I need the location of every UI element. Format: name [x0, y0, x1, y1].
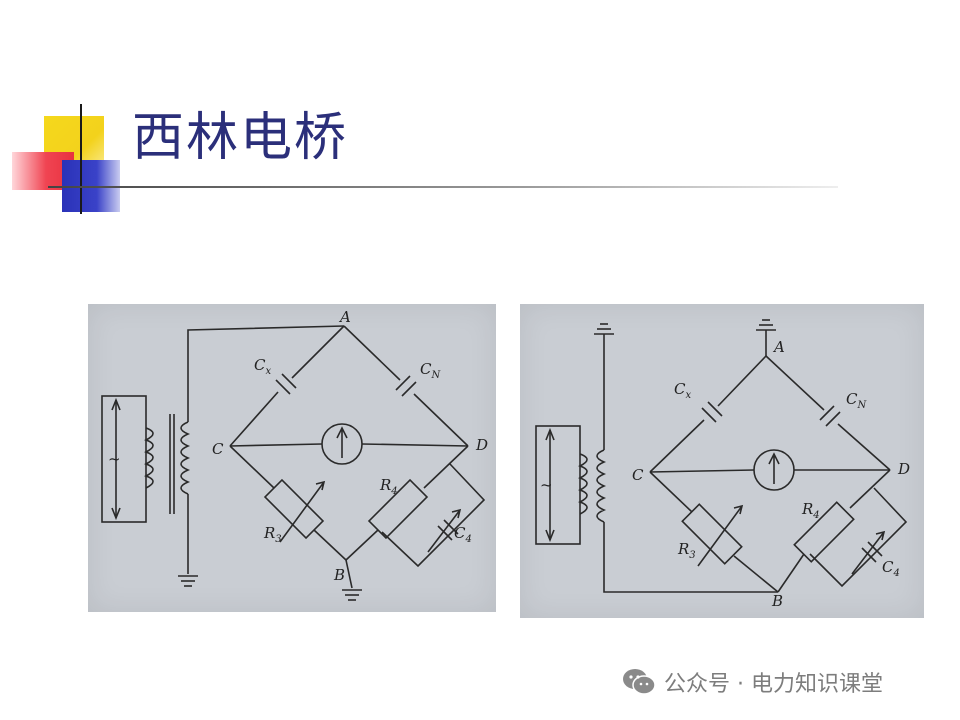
galvanometer-needle-icon — [768, 452, 780, 484]
primary-coil — [577, 453, 588, 515]
capacitor-cx — [275, 373, 297, 395]
node-label-b: B — [771, 592, 783, 610]
source-loop — [535, 425, 581, 545]
watermark: 公众号 · 电力知识课堂 — [622, 664, 883, 700]
label-r3: R3 — [677, 540, 696, 561]
node-label-c: C — [632, 466, 644, 484]
arm-a-cn — [343, 325, 401, 381]
arm-c-r3 — [649, 471, 693, 513]
galvanometer — [321, 423, 363, 465]
capacitor-c4 — [861, 541, 883, 563]
source-arrow-up — [545, 427, 555, 441]
label-r3: R3 — [263, 524, 282, 545]
circuit-diagram-left: A C D B ~ Cx CN R3 R4 C4 — [88, 304, 496, 612]
ground-icon-source — [594, 323, 614, 335]
capacitor-cx — [701, 401, 723, 423]
resistor-r4 — [367, 478, 429, 540]
source-loop — [101, 395, 147, 523]
secondary-coil — [596, 449, 607, 523]
c4-loop — [809, 487, 908, 588]
label-r4: R4 — [379, 476, 398, 497]
arm-a-cn — [765, 355, 825, 411]
c4-variable-arrow-icon — [851, 530, 886, 575]
circuit-diagram-right: A C D B ~ Cx CN R3 R4 C4 — [520, 304, 924, 618]
schering-bridge-left: A C D B ~ Cx CN R3 R4 C4 — [101, 308, 488, 601]
arm-d-r4 — [423, 445, 469, 489]
c4-loop — [381, 463, 486, 568]
arm-cn-d — [837, 423, 891, 471]
schering-bridge-right: A C D B ~ Cx CN R3 R4 C4 — [535, 319, 910, 610]
galvanometer — [753, 449, 795, 491]
node-label-d: D — [897, 460, 910, 478]
wire-c-galv — [649, 469, 755, 473]
arm-cn-d — [413, 393, 469, 447]
node-label-d: D — [475, 436, 488, 454]
wire-c-galv — [229, 443, 323, 447]
arm-c-r3 — [229, 445, 275, 489]
label-cx: Cx — [254, 356, 271, 377]
ground-icon — [178, 575, 198, 587]
arm-r4-b — [777, 553, 805, 593]
ground-icon-a — [756, 319, 776, 331]
label-cn: CN — [846, 390, 867, 411]
node-label-c: C — [212, 440, 224, 458]
label-cx: Cx — [674, 380, 691, 401]
resistor-r3 — [681, 503, 743, 565]
wire-to-a — [187, 325, 345, 422]
source-arrow-up — [111, 397, 121, 411]
label-c4: C4 — [454, 524, 472, 545]
slide-title: 西林电桥 — [132, 108, 349, 168]
label-cn: CN — [420, 360, 441, 381]
wechat-icon — [623, 669, 656, 695]
node-label-b: B — [333, 566, 345, 584]
arm-r3-b — [733, 555, 779, 593]
arm-cx-c — [649, 419, 705, 473]
label-c4: C4 — [882, 558, 900, 579]
source-label: ~ — [108, 450, 121, 468]
galvanometer-needle-icon — [336, 426, 348, 458]
capacitor-cn — [395, 375, 417, 397]
horizontal-rule — [48, 186, 838, 188]
resistor-r4 — [793, 501, 855, 563]
arm-cx-c — [229, 391, 279, 447]
ground-icon-b — [342, 589, 362, 601]
wire-galv-d — [361, 443, 469, 447]
wire-source-b — [603, 522, 778, 593]
arm-a-cx — [717, 355, 767, 407]
r3-variable-arrow-icon — [697, 504, 744, 567]
watermark-text: 公众号 · 电力知识课堂 — [664, 672, 883, 697]
node-label-a: A — [772, 338, 785, 356]
r3-variable-arrow-icon — [279, 480, 326, 543]
arm-r4-b — [345, 529, 379, 561]
arm-d-r4 — [849, 469, 891, 509]
secondary-coil — [180, 421, 191, 495]
vertical-rule — [80, 104, 82, 214]
node-label-a: A — [338, 308, 351, 326]
source-arrow-down — [111, 507, 121, 521]
source-arrow-down — [545, 529, 555, 543]
source-label: ~ — [540, 476, 553, 494]
c4-variable-arrow-icon — [427, 508, 462, 553]
wire-b-ground — [345, 559, 353, 589]
label-r4: R4 — [801, 500, 820, 521]
capacitor-cn — [819, 405, 841, 427]
capacitor-c4 — [437, 519, 459, 541]
primary-coil — [143, 427, 154, 489]
arm-a-cx — [291, 325, 345, 379]
arm-r3-b — [313, 529, 347, 561]
